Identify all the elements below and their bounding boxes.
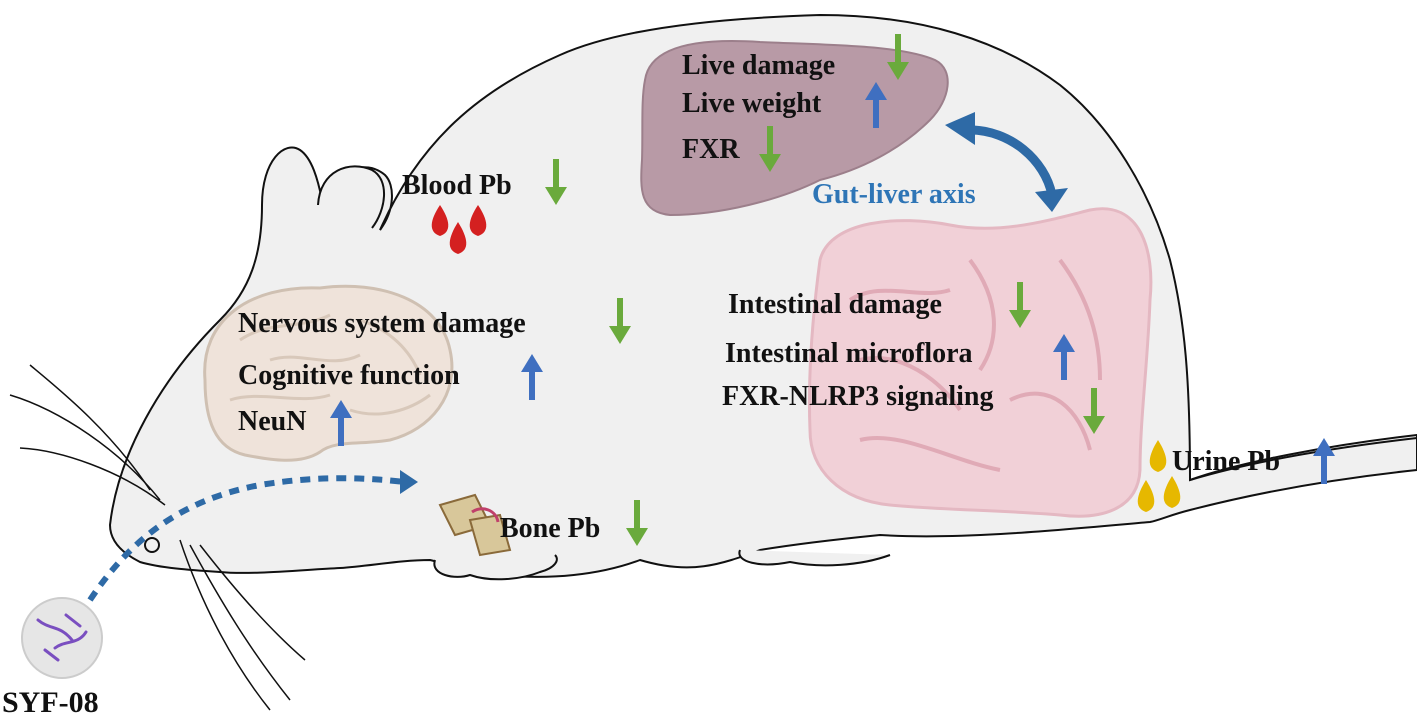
fxr-label: FXR	[682, 134, 740, 165]
blood-drops	[431, 205, 487, 254]
intestinal-damage-label: Intestinal damage	[728, 289, 942, 320]
arrow-head	[330, 400, 352, 418]
ear	[317, 165, 386, 229]
rear-foot	[738, 549, 891, 567]
urine-pb-arrow	[1313, 438, 1335, 484]
arrow-shaft	[767, 126, 773, 156]
bone-pb-label: Bone Pb	[500, 513, 600, 544]
neun-arrow	[330, 400, 352, 446]
arrow-head	[545, 187, 567, 205]
bacteria-dish	[21, 597, 103, 679]
arrow-head	[1009, 310, 1031, 328]
live-weight-label: Live weight	[682, 88, 822, 119]
arrow-head	[1313, 438, 1335, 456]
arrow-shaft	[1017, 282, 1023, 312]
cognitive-function-arrow	[521, 354, 543, 400]
arrow-head	[1053, 334, 1075, 352]
bone-joint-icon	[438, 493, 512, 557]
blood-pb-arrow	[545, 159, 567, 205]
strain-label: SYF-08	[2, 686, 99, 719]
intestinal-damage-arrow	[1009, 282, 1031, 328]
nose	[144, 537, 160, 553]
brain-illustration	[203, 284, 454, 462]
intestinal-microflora-label: Intestinal microflora	[725, 338, 973, 369]
arrow-head	[865, 82, 887, 100]
nervous-system-damage-arrow	[609, 298, 631, 344]
arrow-shaft	[1321, 454, 1327, 484]
arrow-head	[759, 154, 781, 172]
arrow-head	[521, 354, 543, 372]
arrow-shaft	[873, 98, 879, 128]
bone-pb-arrow	[626, 500, 648, 546]
arrow-head	[1083, 416, 1105, 434]
cognitive-function-label: Cognitive function	[238, 360, 460, 391]
arrow-head	[609, 326, 631, 344]
arrow-shaft	[1061, 350, 1067, 380]
ingestion-arrowhead	[400, 470, 418, 494]
live-weight-arrow	[865, 82, 887, 128]
fxr-nlrp3-label: FXR-NLRP3 signaling	[722, 381, 993, 412]
ingestion-path	[87, 475, 406, 602]
tail	[1189, 437, 1417, 481]
urine-drops	[1137, 440, 1181, 512]
blood-pb-label: Blood Pb	[402, 170, 512, 201]
fxr-nlrp3-arrow	[1083, 388, 1105, 434]
liver-illustration	[640, 39, 949, 217]
whiskers	[9, 364, 306, 711]
live-damage-arrow	[887, 34, 909, 80]
fxr-arrow	[759, 126, 781, 172]
arrow-shaft	[1091, 388, 1097, 418]
arrow-head	[626, 528, 648, 546]
front-foot	[433, 554, 558, 581]
arrow-shaft	[553, 159, 559, 189]
arrow-shaft	[529, 370, 535, 400]
gut-liver-axis-arrow	[945, 112, 1068, 212]
arrow-shaft	[617, 298, 623, 328]
gut-liver-axis-label: Gut-liver axis	[812, 179, 976, 210]
urine-pb-label: Urine Pb	[1172, 446, 1280, 477]
arrow-shaft	[895, 34, 901, 64]
intestine-illustration	[808, 207, 1153, 518]
live-damage-label: Live damage	[682, 50, 835, 81]
arrow-shaft	[634, 500, 640, 530]
nervous-system-damage-label: Nervous system damage	[238, 308, 526, 339]
neun-label: NeuN	[238, 406, 306, 437]
intestinal-microflora-arrow	[1053, 334, 1075, 380]
arrow-shaft	[338, 416, 344, 446]
arrow-head	[887, 62, 909, 80]
